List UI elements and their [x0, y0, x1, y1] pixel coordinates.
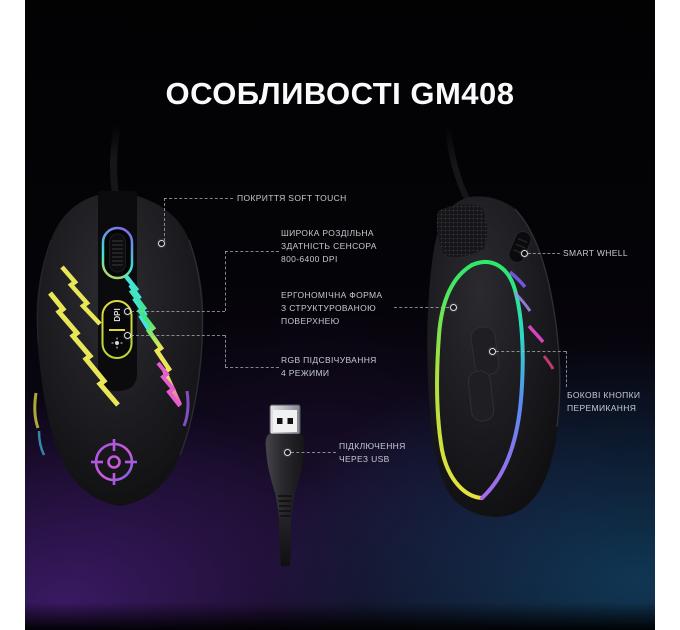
usb-cable-illustration — [265, 404, 305, 566]
scroll-wheel — [101, 226, 134, 280]
callout-marker-rgb — [124, 332, 131, 339]
callout-label-ergonomic: ЕРГОНОМІЧНА ФОРМА З СТРУКТУРОВАНОЮ ПОВЕР… — [281, 289, 382, 328]
callout-marker-usb — [284, 449, 291, 456]
side-rgb-strip-left — [435, 263, 484, 500]
mouse-top-view-illustration: DPI — [33, 125, 204, 506]
usb-strain-relief-ribs — [278, 495, 292, 517]
callout-label-smart-wheel: SMART WHELL — [563, 247, 628, 260]
product-infographic-background: ОСОБЛИВОСТІ GM408 — [25, 0, 655, 630]
callout-marker-ergonomic — [450, 304, 457, 311]
label-line: ЗДАТНІСТЬ СЕНСОРА — [281, 241, 377, 251]
label-line: БОКОВІ КНОПКИ — [567, 390, 641, 400]
page-title: ОСОБЛИВОСТІ GM408 — [165, 76, 515, 111]
accent-pink — [542, 355, 555, 370]
edge-glow-cyan — [37, 430, 46, 456]
callout-marker-smart-wheel — [521, 250, 528, 257]
callout-line-smart-wheel-h — [528, 253, 560, 254]
callout-line-rgb-h2 — [225, 367, 279, 368]
mouse-cable — [445, 125, 471, 204]
edge-glow-yellow — [33, 392, 40, 429]
label-line: 4 РЕЖИМИ — [281, 368, 330, 378]
callout-line-side-buttons-v — [566, 351, 567, 387]
claw-scratch-yellow-2 — [48, 291, 120, 407]
side-rgb-strip-right — [470, 260, 525, 500]
accent-magenta — [527, 324, 545, 344]
accent-purple — [508, 270, 527, 289]
usb-plug — [269, 404, 301, 435]
brand-logo — [91, 439, 137, 485]
callout-line-side-buttons-h — [496, 351, 566, 352]
claw-scratch-magenta — [156, 361, 182, 408]
label-line: 800-6400 DPI — [281, 254, 338, 264]
claw-scratch-cyan — [128, 283, 154, 337]
label-line: ШИРОКА РОЗДІЛЬНА — [281, 228, 374, 238]
label-line: RGB ПІДСВІЧУВАННЯ — [281, 355, 377, 365]
callout-line-dpi-h2 — [131, 311, 225, 312]
mouse-body-rimlight-left — [36, 239, 52, 344]
mouse-side-view-illustration — [427, 125, 561, 517]
mouse-cable — [110, 125, 121, 195]
callout-line-ergo-h — [394, 307, 449, 308]
callout-line-rgb-v — [225, 335, 226, 367]
backlight-button-icon — [111, 337, 123, 349]
label-line: ПІДКЛЮЧЕННЯ — [339, 441, 406, 451]
side-buttons — [467, 326, 500, 422]
edge-glow-purple — [182, 390, 190, 427]
label-line: ПОКРИТТЯ SOFT TOUCH — [237, 193, 347, 203]
callout-label-usb: ПІДКЛЮЧЕННЯ ЧЕРЕЗ USB — [339, 440, 406, 466]
usb-cable-wire — [279, 518, 291, 566]
callout-label-sensor-dpi: ШИРОКА РОЗДІЛЬНА ЗДАТНІСТЬ СЕНСОРА 800-6… — [281, 227, 377, 266]
label-line: SMART WHELL — [563, 248, 628, 258]
label-line: ПОВЕРХНЕЮ — [281, 316, 340, 326]
claw-scratch-rainbow — [123, 273, 183, 406]
callout-line-soft-touch-h — [164, 198, 233, 199]
callout-label-soft-touch: ПОКРИТТЯ SOFT TOUCH — [237, 192, 347, 205]
callout-marker-side-buttons — [489, 348, 496, 355]
callout-line-usb-h — [291, 452, 336, 453]
top-grip-texture-dots — [436, 204, 488, 257]
callout-line-dpi-h1 — [225, 251, 279, 252]
dpi-button-group: DPI — [101, 300, 133, 359]
label-line: З СТРУКТУРОВАНОЮ — [281, 303, 377, 313]
usb-plug-body — [265, 434, 305, 518]
callout-marker-dpi — [124, 308, 131, 315]
label-line: ПЕРЕМИКАННЯ — [567, 403, 637, 413]
dpi-button-label: DPI — [113, 308, 122, 321]
callout-line-dpi-v — [225, 251, 226, 311]
label-line: ЕРГОНОМІЧНА ФОРМА — [281, 290, 383, 300]
callout-line-rgb-h1 — [131, 335, 225, 336]
claw-scratch-yellow-1 — [60, 265, 102, 326]
label-line: ЧЕРЕЗ USB — [339, 454, 390, 464]
mouse-body-rimlight — [179, 239, 204, 456]
accent-violet — [513, 291, 532, 312]
mouse-body-rimlight — [514, 208, 561, 428]
callout-line-soft-touch-v — [164, 198, 165, 241]
callout-label-side-buttons: БОКОВІ КНОПКИ ПЕРЕМИКАННЯ — [567, 389, 640, 415]
callout-marker-soft-touch — [158, 240, 165, 247]
callout-label-rgb-modes: RGB ПІДСВІЧУВАННЯ 4 РЕЖИМИ — [281, 354, 377, 380]
